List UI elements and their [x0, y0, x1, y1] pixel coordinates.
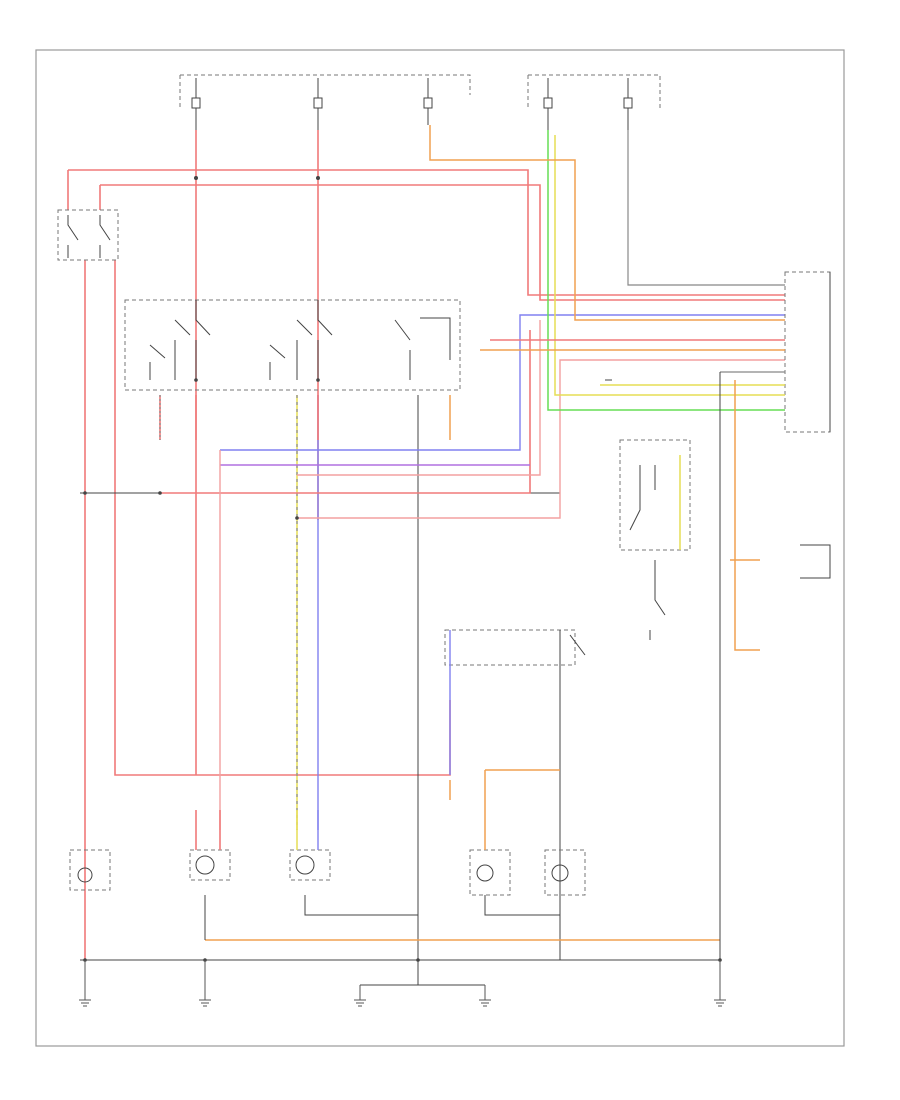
control-module — [429, 125, 831, 651]
ground-bus — [80, 372, 722, 986]
left-high-beam-lamp — [469, 769, 560, 896]
right-headlight — [289, 810, 331, 881]
power-feed-wires — [67, 130, 785, 960]
diagram-frame — [35, 49, 845, 1047]
fuse-1 — [191, 78, 201, 130]
fuse-3 — [423, 78, 433, 125]
fuse-5 — [623, 78, 633, 130]
ground-1 — [79, 960, 91, 1007]
ground-3 — [354, 985, 366, 1007]
ground-2 — [199, 960, 211, 1007]
passing-switch — [57, 209, 119, 261]
generator — [800, 544, 831, 579]
ground-5 — [714, 960, 726, 1007]
relay — [444, 629, 586, 960]
combination-switch — [124, 299, 461, 391]
switch-output-wires — [80, 314, 785, 960]
ground-4 — [479, 985, 491, 1007]
fuse-2 — [313, 78, 323, 130]
fuse-block-top — [179, 74, 661, 110]
left-headlight — [189, 810, 231, 881]
right-high-beam-lamp — [544, 849, 586, 896]
daytime-relay — [619, 439, 691, 551]
fuse-4 — [543, 78, 553, 130]
parking-brake-switch — [649, 560, 666, 640]
left-tail-lamp — [69, 849, 111, 891]
